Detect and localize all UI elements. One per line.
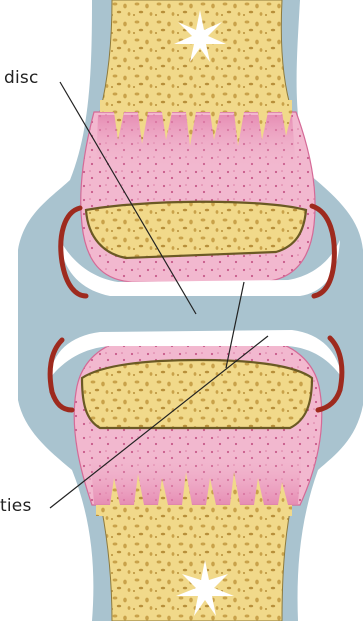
upper-bone-shaft — [100, 0, 292, 112]
upper-epiphysis — [86, 202, 306, 258]
cavities-label: ties — [0, 496, 32, 516]
lower-bone-shaft — [100, 500, 292, 621]
lower-cartilage-zone — [90, 450, 302, 504]
disc-label: disc — [4, 68, 39, 88]
upper-cartilage-zone — [96, 115, 296, 170]
lower-epiphysis — [82, 360, 312, 428]
